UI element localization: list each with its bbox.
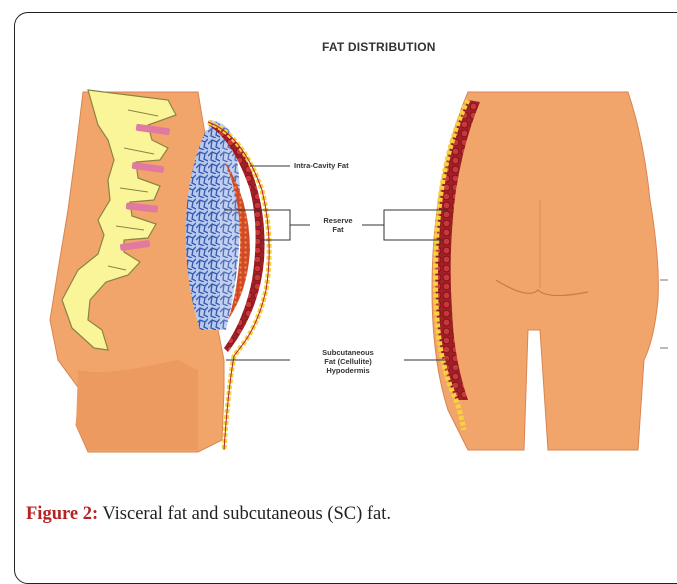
label-subcutaneous-fat: Subcutaneous Fat (Cellulite) Hypodermis (293, 348, 403, 375)
diagram-title: FAT DISTRIBUTION (322, 40, 436, 54)
fat-distribution-illustration (28, 30, 668, 490)
caption-text: Visceral fat and subcutaneous (SC) fat. (98, 504, 391, 524)
label-reserve-fat: Reserve Fat (318, 216, 358, 234)
back-view-torso (432, 92, 658, 450)
caption-label: Figure 2: (26, 504, 98, 524)
label-intra-cavity-fat: Intra-Cavity Fat (294, 161, 349, 170)
intra-cavity-fat-region (186, 120, 265, 352)
figure-caption: Figure 2: Visceral fat and subcutaneous … (26, 504, 391, 525)
fat-distribution-figure: FAT DISTRIBUTION Intra-Cavity Fat Reserv… (28, 30, 668, 490)
